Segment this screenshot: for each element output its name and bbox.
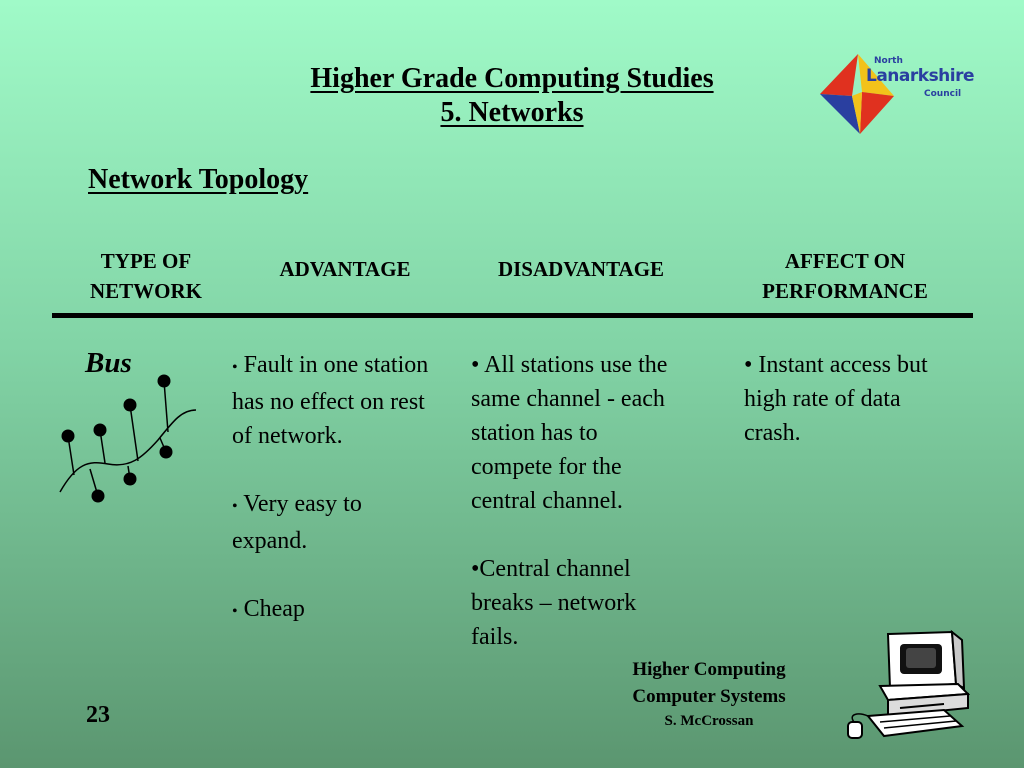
computer-icon [847, 629, 970, 739]
performance-cell: • Instant access but high rate of data c… [744, 348, 944, 484]
page-number: 23 [86, 702, 110, 728]
network-type-label: Bus [85, 347, 132, 379]
column-header-type: TYPE OF NETWORK [66, 246, 226, 306]
slide-title: Higher Grade Computing Studies 5. Networ… [200, 62, 824, 130]
advantage-item: • Fault in one station has no effect on … [232, 352, 429, 449]
advantage-cell: • Fault in one station has no effect on … [232, 348, 432, 663]
column-header-performance-line-2: PERFORMANCE [762, 279, 928, 303]
advantage-item: • Cheap [232, 596, 305, 622]
column-header-disadvantage: DISADVANTAGE [497, 257, 665, 281]
council-logo-star-icon [820, 54, 894, 134]
column-header-performance-line-1: AFFECT ON [784, 249, 906, 273]
disadvantage-item: •Central channel breaks – network fails. [471, 556, 637, 650]
title-line-1: Higher Grade Computing Studies [310, 63, 714, 94]
column-header-type-line-1: TYPE OF [100, 249, 192, 273]
logo-lanarkshire: Lanarkshire [866, 66, 975, 86]
title-line-2: 5. Networks [440, 97, 584, 128]
performance-item: • Instant access but high rate of data c… [744, 352, 928, 446]
column-header-advantage: ADVANTAGE [279, 257, 411, 281]
footer-author: S. McCrossan [664, 713, 754, 729]
logo-north: North [874, 56, 903, 66]
section-heading: Network Topology [88, 164, 309, 195]
logo-council: Council [924, 89, 962, 99]
column-header-performance: AFFECT ON PERFORMANCE [730, 246, 960, 306]
header-divider [52, 313, 973, 318]
disadvantage-item: • All stations use the same channel - ea… [471, 352, 668, 514]
bus-topology-diagram-icon [59, 374, 197, 503]
disadvantage-cell: • All stations use the same channel - ea… [471, 348, 681, 688]
footer-credit: Higher Computing Computer Systems S. McC… [600, 656, 818, 732]
column-header-type-line-2: NETWORK [89, 279, 202, 303]
footer-line-1: Higher Computing [632, 659, 786, 680]
footer-line-2: Computer Systems [632, 686, 786, 707]
advantage-item: • Very easy to expand. [232, 491, 362, 554]
council-logo: North Lanarkshire Council [816, 52, 976, 136]
